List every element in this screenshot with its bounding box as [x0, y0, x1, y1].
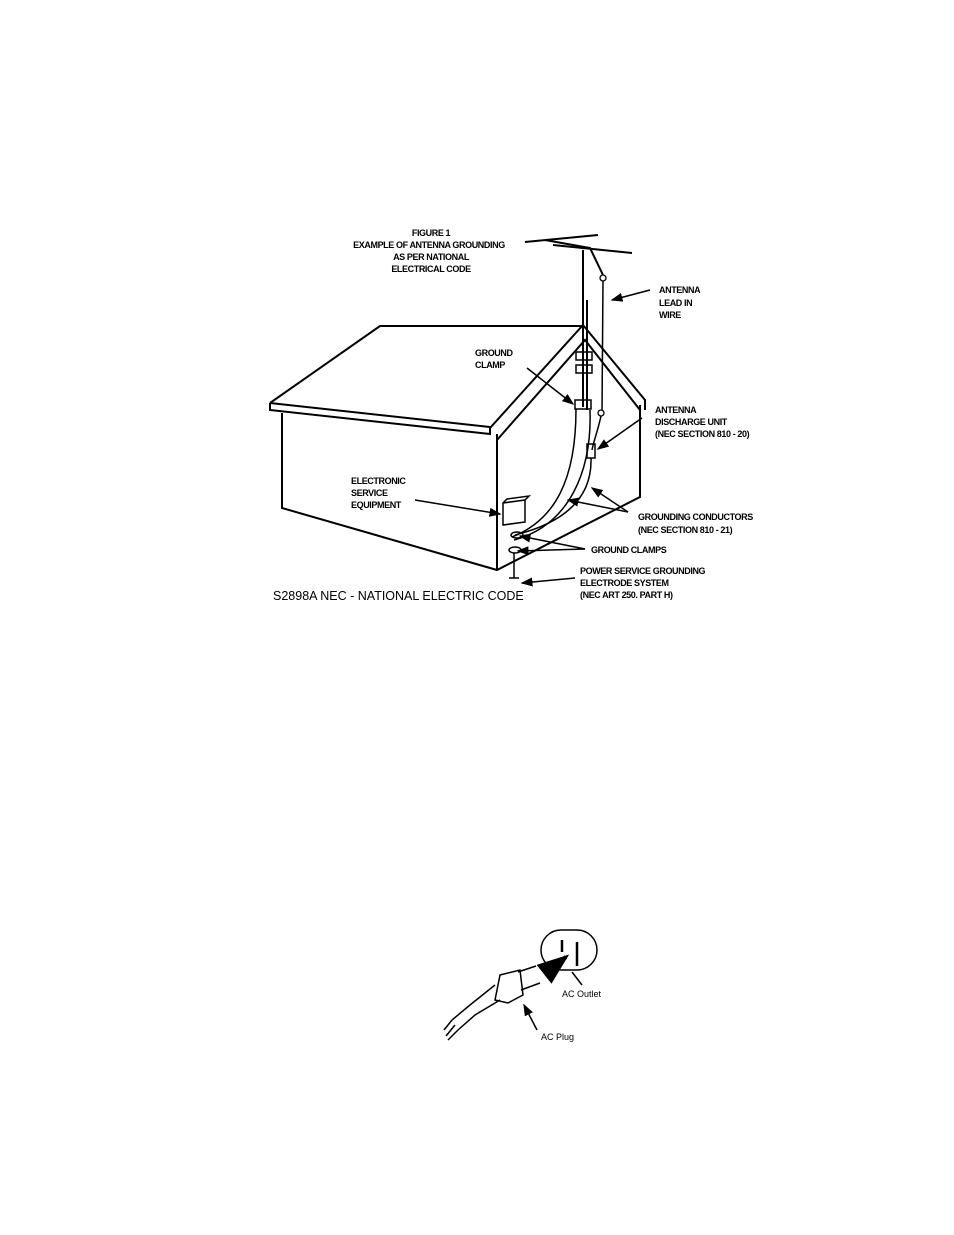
- figure-title: FIGURE 1 EXAMPLE OF ANTENNA GROUNDING AS…: [353, 228, 505, 274]
- label-antenna-lead-in: ANTENNA LEAD IN WIRE: [659, 285, 701, 320]
- label-grounding-conductors: GROUNDING CONDUCTORS (NEC SECTION 810 - …: [638, 512, 754, 535]
- label-electronic-equipment: ELECTRONIC SERVICE EQUIPMENT: [351, 476, 407, 510]
- svg-text:GROUND: GROUND: [475, 348, 513, 358]
- figure-title-line: AS PER NATIONAL: [393, 252, 470, 262]
- label-ground-clamp: GROUND CLAMP: [475, 348, 514, 370]
- svg-text:(NEC SECTION 810 - 20): (NEC SECTION 810 - 20): [655, 429, 750, 439]
- callout-arrows: [414, 289, 651, 587]
- house-drawing: [269, 323, 646, 572]
- svg-text:POWER SERVICE GROUNDING: POWER SERVICE GROUNDING: [580, 566, 706, 576]
- svg-text:DISCHARGE UNIT: DISCHARGE UNIT: [655, 417, 728, 427]
- figure-title-line: FIGURE 1: [412, 228, 451, 238]
- figure-caption: S2898A NEC - NATIONAL ELECTRIC CODE: [273, 589, 524, 603]
- ac-plug-drawing: [443, 929, 598, 1041]
- svg-text:(NEC ART 250. PART H): (NEC ART 250. PART H): [580, 590, 673, 600]
- label-discharge-unit: ANTENNA DISCHARGE UNIT (NEC SECTION 810 …: [655, 405, 750, 439]
- svg-text:LEAD IN: LEAD IN: [659, 298, 692, 308]
- ac-plug-label: AC Plug: [541, 1032, 574, 1042]
- ac-outlet-icon: [540, 929, 598, 971]
- svg-text:SERVICE: SERVICE: [351, 488, 388, 498]
- svg-text:ELECTRONIC: ELECTRONIC: [351, 476, 406, 486]
- antenna: [511, 234, 633, 541]
- label-power-service: POWER SERVICE GROUNDING ELECTRODE SYSTEM…: [580, 566, 706, 600]
- equipment-and-ground: [502, 494, 532, 579]
- svg-text:ELECTRODE SYSTEM: ELECTRODE SYSTEM: [580, 578, 669, 588]
- figure-title-line: ELECTRICAL CODE: [391, 264, 471, 274]
- svg-text:ANTENNA: ANTENNA: [655, 405, 697, 415]
- label-ground-clamps: GROUND CLAMPS: [591, 545, 667, 555]
- svg-text:CLAMP: CLAMP: [475, 360, 505, 370]
- ac-outlet-label: AC Outlet: [562, 989, 602, 999]
- svg-text:GROUNDING CONDUCTORS: GROUNDING CONDUCTORS: [638, 512, 753, 522]
- svg-text:WIRE: WIRE: [659, 310, 681, 320]
- figure-title-line: EXAMPLE OF ANTENNA GROUNDING: [353, 240, 505, 250]
- svg-text:(NEC SECTION 810 - 21): (NEC SECTION 810 - 21): [638, 525, 733, 535]
- svg-text:EQUIPMENT: EQUIPMENT: [351, 500, 402, 510]
- svg-text:ANTENNA: ANTENNA: [659, 285, 701, 295]
